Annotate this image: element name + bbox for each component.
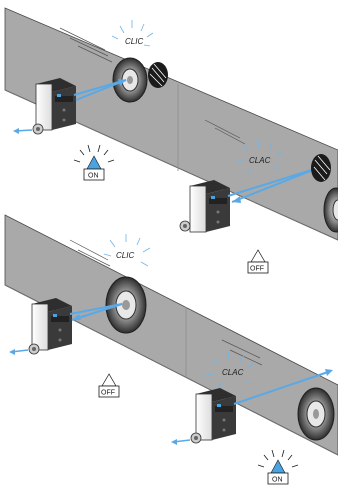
clac-label-top: CLAC bbox=[249, 156, 271, 165]
cable-arrow-1 bbox=[13, 128, 32, 134]
cable-arrow-4 bbox=[171, 439, 190, 445]
clic-label-bottom: CLIC bbox=[116, 251, 134, 260]
beam-arrow-2 bbox=[232, 196, 241, 203]
clic-label-top: CLIC bbox=[125, 37, 143, 46]
photo-sensor-icon bbox=[33, 78, 76, 134]
on-label-1: ON bbox=[88, 173, 99, 180]
off-label-2: OFF bbox=[101, 390, 115, 397]
wheel-icon bbox=[113, 58, 147, 102]
on-label-2: ON bbox=[272, 477, 283, 484]
photo-sensor-icon bbox=[29, 298, 72, 354]
cable-arrow-3 bbox=[9, 349, 28, 355]
photo-sensor-icon bbox=[191, 388, 236, 443]
clac-label-bottom: CLAC bbox=[222, 368, 244, 377]
reflector-disc-icon bbox=[311, 154, 331, 182]
wheel-icon bbox=[298, 388, 334, 440]
photo-sensor-icon bbox=[180, 180, 230, 232]
reflector-disc-icon bbox=[148, 62, 168, 88]
off-label-1: OFF bbox=[250, 266, 264, 273]
clic-burst-bottom bbox=[104, 234, 150, 266]
